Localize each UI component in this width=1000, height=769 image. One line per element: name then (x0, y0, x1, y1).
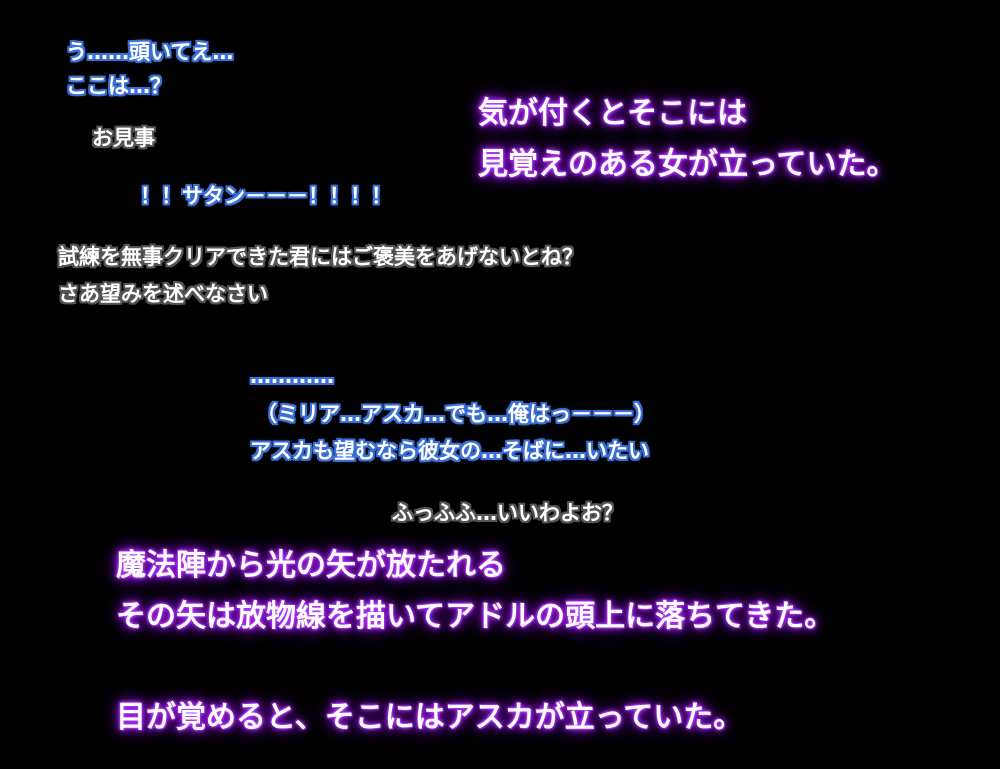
dialogue-line-stay-beside: アスカも望むなら彼女の…そばに…いたい (250, 439, 649, 463)
dialogue-line-milia-asuka: （ミリア…アスカ…でも…俺はっ－－－） (256, 402, 655, 426)
dialogue-line-well-done: お見事 (92, 126, 155, 150)
dialogue-line-state-wish: さあ望みを述べなさい (58, 282, 268, 306)
dialogue-line-headache: う……頭いてえ… (66, 40, 234, 64)
narration-line-familiar-woman: 見覚えのある女が立っていた。 (478, 147, 897, 182)
narration-line-arrow-released: 魔法陣から光の矢が放たれる (116, 548, 506, 583)
dialogue-line-reward: 試練を無事クリアできた君にはご褒美をあげないとね？ (58, 245, 583, 269)
dialogue-line-where-am-i: ここは…？ (66, 74, 171, 98)
dialogue-line-ellipsis: ………… (250, 364, 334, 388)
narration-line-woke-up: 目が覚めると、そこにはアスカが立っていた。 (116, 700, 744, 735)
dialogue-line-fufufu: ふっふふ…いいわよお？ (392, 501, 623, 525)
narration-line-arrow-falls: その矢は放物線を描いてアドルの頭上に落ちてきた。 (116, 599, 835, 634)
narration-line-came-to: 気が付くとそこには (478, 96, 748, 131)
dialogue-line-satan: ！！サタン－－－！！！！ (140, 184, 392, 208)
